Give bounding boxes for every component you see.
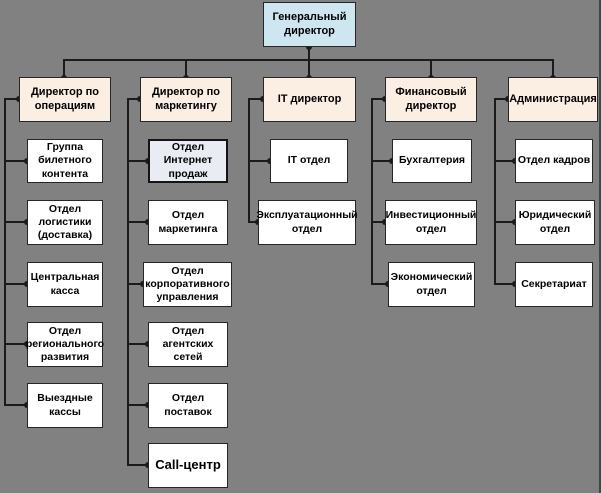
node-legal-dept[interactable]: Юридический отдел xyxy=(515,200,595,245)
connector-line xyxy=(371,283,388,285)
connector-line xyxy=(127,464,148,466)
node-economic-dept[interactable]: Экономический отдел xyxy=(388,262,475,307)
connector-line xyxy=(308,59,310,77)
node-general-director[interactable]: Генеральный директор xyxy=(263,2,356,47)
connector-line xyxy=(430,59,432,77)
node-director-finance[interactable]: Финансовый директор xyxy=(385,77,477,122)
node-mobile-cashdesks[interactable]: Выездные кассы xyxy=(27,383,103,428)
node-agent-networks-dept[interactable]: Отдел агентских сетей xyxy=(148,322,228,367)
connector-line xyxy=(4,98,19,100)
connector-line xyxy=(127,283,143,285)
connector-line xyxy=(127,343,148,345)
connector-line xyxy=(127,221,148,223)
node-logistics-dept[interactable]: Отдел логистики (доставка) xyxy=(27,200,103,245)
node-corporate-governance-dept[interactable]: Отдел корпоративного управления xyxy=(143,262,232,307)
node-regional-development-dept[interactable]: Отдел регионального развития xyxy=(26,322,104,367)
connector-line xyxy=(127,98,129,466)
window-right-edge xyxy=(599,0,601,493)
connector-line xyxy=(371,221,385,223)
node-marketing-dept[interactable]: Отдел маркетинга xyxy=(148,200,228,245)
connector-line xyxy=(4,221,27,223)
connector-line xyxy=(127,160,148,162)
connector-line xyxy=(494,98,496,285)
node-call-center[interactable]: Call-центр xyxy=(148,443,228,488)
connector-line xyxy=(308,47,310,60)
node-internet-sales-dept[interactable]: Отдел Интернет продаж xyxy=(148,139,228,183)
connector-line xyxy=(371,160,392,162)
connector-line xyxy=(248,98,263,100)
connector-line xyxy=(4,283,27,285)
node-central-cashdesk[interactable]: Центральная касса xyxy=(27,262,103,307)
connector-line xyxy=(4,98,6,406)
connector-line xyxy=(552,59,554,77)
node-director-operations[interactable]: Директор по операциям xyxy=(19,77,111,122)
node-investment-dept[interactable]: Инвестиционный отдел xyxy=(385,200,477,245)
node-maintenance-dept[interactable]: Эксплуатационный отдел xyxy=(256,200,358,245)
node-supply-dept[interactable]: Отдел поставок xyxy=(148,383,228,428)
connector-line xyxy=(4,160,27,162)
connector-line xyxy=(127,98,140,100)
connector-line xyxy=(248,160,270,162)
connector-line xyxy=(371,98,373,285)
connector-line xyxy=(4,404,27,406)
connector-line xyxy=(371,98,385,100)
connector-line xyxy=(494,221,515,223)
node-secretariat[interactable]: Секретариат xyxy=(515,262,593,307)
connector-line xyxy=(63,59,65,77)
connector-line xyxy=(494,98,508,100)
connector-line xyxy=(127,404,148,406)
node-hr-dept[interactable]: Отдел кадров xyxy=(515,139,593,183)
node-it-dept[interactable]: IT отдел xyxy=(270,139,348,183)
node-director-it[interactable]: IT директор xyxy=(263,77,356,122)
connector-line xyxy=(494,283,515,285)
connector-dot xyxy=(306,44,312,50)
connector-line xyxy=(494,160,515,162)
connector-line xyxy=(185,59,187,77)
connector-line xyxy=(4,343,27,345)
node-administration[interactable]: Администрация xyxy=(508,77,598,122)
node-accounting-dept[interactable]: Бухгалтерия xyxy=(392,139,472,183)
node-director-marketing[interactable]: Директор по маркетингу xyxy=(140,77,232,122)
connector-line xyxy=(248,221,258,223)
node-ticket-content-group[interactable]: Группа билетного контента xyxy=(27,139,103,183)
